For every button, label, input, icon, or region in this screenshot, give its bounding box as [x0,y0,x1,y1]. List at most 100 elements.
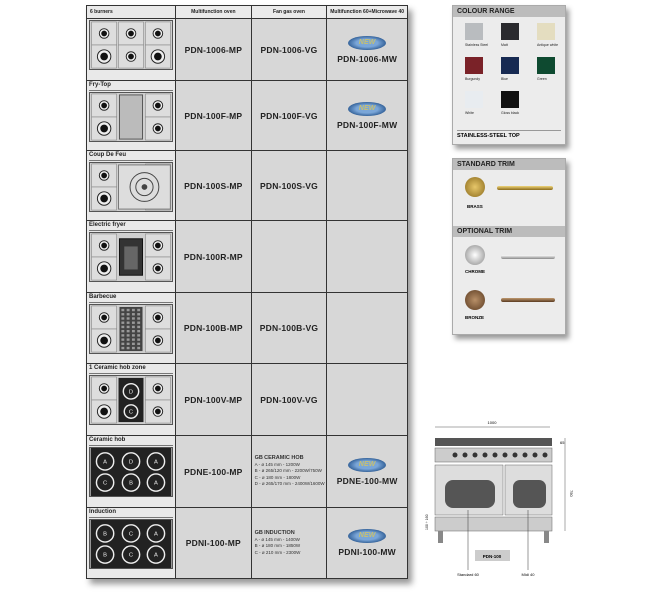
colour-swatch[interactable] [537,23,555,40]
colour-swatch[interactable] [465,91,483,108]
new-badge: NEW [348,101,387,116]
spec-line: C - ø 210 mm - 2300W [254,549,301,555]
width-dimension: 1000 [488,420,498,425]
model-table: 6 burners Multifunction oven Fan gas ove… [86,5,408,579]
spec-line: A - ø 145 mm - 1400W [254,536,300,542]
left-oven-label: Standard 60 [457,572,480,577]
svg-text:D: D [129,459,133,465]
microwave-model-cell: NEW PDN-100F-MW [326,80,408,151]
height-dimension: 750 [569,490,574,497]
multifunction-model: PDN-100S-MP [175,150,252,221]
row-label: Fry-Top [89,82,173,91]
chrome-knob-icon [465,245,485,265]
fan-gas-model: PDN-100V-VG [250,363,328,436]
colour-swatch[interactable] [501,91,519,108]
svg-text:B: B [103,531,107,537]
colour-swatch[interactable] [465,23,483,40]
header-hob: 6 burners [86,5,176,19]
gb-flag-icon: GB [254,530,263,536]
svg-text:A: A [154,552,158,558]
hob-cell: Fry-Top [86,80,176,151]
microwave-model: PDNE-100-MW [336,475,398,486]
multifunction-model: PDN-100V-MP [175,363,252,436]
microwave-model-cell [326,292,408,364]
svg-text:A: A [154,531,158,537]
row-label: Coup De Feu [89,152,173,161]
colour-swatch[interactable] [501,57,519,74]
fan-gas-model: PDN-100S-VG [250,150,328,221]
brass-label: BRASS [467,204,483,209]
optional-trim-title: OPTIONAL TRIM [453,226,565,237]
hob-frytop-icon [89,92,173,142]
row-label: 1 Ceramic hob zone [89,365,173,374]
hob-fryer-icon [89,232,173,282]
brass-rail-icon [497,186,553,190]
top-height-dimension: 65 [560,440,565,445]
swatch-label: White [465,111,474,115]
fan-gas-model: PDN-100B-VG [250,292,328,364]
colour-swatch[interactable] [465,57,483,74]
swatch-label: Matt [501,43,508,47]
spec-line: B - ø 180 mm - 1850W [254,543,301,548]
svg-text:C: C [129,409,133,415]
spec-line: B - ø 265/120 mm - 2200W/750W [254,468,322,474]
brass-knob-icon [465,177,485,197]
row-label: 6 burners [90,9,113,15]
microwave-model-cell [326,150,408,221]
multifunction-model: PDNE-100-MP [175,435,252,508]
svg-text:A: A [154,480,158,486]
microwave-model-cell: NEW PDNI-100-MW [326,507,408,579]
colour-swatch[interactable] [501,23,519,40]
svg-text:D: D [129,389,133,395]
svg-text:A: A [154,459,158,465]
new-badge: NEW [348,457,387,472]
svg-text:B: B [129,480,133,486]
hob-ceramiczone-icon: DC [89,375,173,425]
microwave-model: PDNI-100-MW [338,547,396,557]
trim-panel: STANDARD TRIM BRASS OPTIONAL TRIM CHROME… [452,158,566,335]
spec-line: A - ø 145 mm - 1200W [254,461,300,467]
microwave-model-cell: NEW PDNE-100-MW [326,435,408,508]
new-badge: NEW [348,529,387,543]
hob-coupdefeu-icon [89,162,173,212]
right-oven-label: Midi 40 [522,572,536,577]
bronze-rail-icon [501,298,555,302]
row-label: Ceramic hob [89,437,173,446]
header-microwave: Multifunction 60+Microwave 40 [326,5,408,19]
spec-title: INDUCTION [264,530,295,536]
stainless-top-label: STAINLESS-STEEL TOP [457,130,561,139]
range-cooker-diagram: 1000 750 65 100 ÷ 160 PDN-100 Standard 6… [425,420,574,577]
multifunction-model: PDNI-100-MP [175,507,252,579]
new-badge: NEW [348,35,387,50]
hob-induction-icon: B C A B C A [89,519,173,569]
svg-text:B: B [103,552,107,558]
hob-cell: Barbecue [86,292,176,364]
hob-cell [86,18,176,81]
spec-line: C - ø 180 mm - 1800W [254,474,301,480]
swatch-label: Burgundy [465,77,480,81]
chrome-label: CHROME [465,269,485,274]
svg-text:C: C [129,531,133,537]
swatch-label: Blue [501,77,509,81]
colour-swatch[interactable] [537,57,555,74]
swatch-label: Green [537,77,547,81]
colour-range-title: COLOUR RANGE [453,6,565,17]
microwave-model: PDN-100F-MW [337,119,398,130]
fan-gas-model: PDN-100F-VG [250,80,328,151]
multifunction-model: PDN-100R-MP [175,220,252,293]
swatch-label: Antique white [537,43,559,47]
bronze-knob-icon [465,290,485,310]
fan-gas-model [250,220,328,293]
svg-text:C: C [129,552,133,558]
microwave-model-cell [326,220,408,293]
